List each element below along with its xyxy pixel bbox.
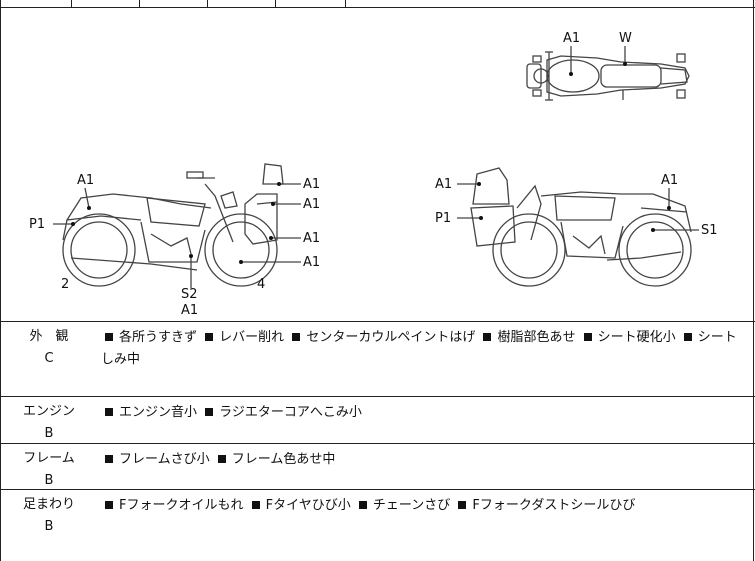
category-grade: B [44,426,54,441]
strip-divider [207,0,208,8]
damage-markers [71,62,671,264]
top-view-motorcycle [526,51,690,101]
bullet-square-icon [358,501,367,509]
category-cell: 足まわり B [1,490,97,537]
label-left-p1: P1 [29,217,45,232]
category-grade: B [44,519,54,534]
strip-divider [345,0,346,8]
diagram-svg: A1 W A1 P1 A1 A1 A1 A1 2 4 S2 A1 A1 P1 A… [29,31,718,318]
category-grade: B [44,473,54,488]
label-left-a1-4: A1 [303,255,320,270]
note-item: フレーム色あせ中 [231,452,336,467]
label-left-a1-1: A1 [303,177,320,192]
notes: 各所うすきず レバー削れ センターカウルペイントはげ 樹脂部色あせ シート硬化小… [101,327,741,371]
note-item: 各所うすきず [119,330,198,345]
bullet-square-icon [483,333,492,341]
row-exterior: 外 観 C 各所うすきず レバー削れ センターカウルペイントはげ 樹脂部色あせ … [1,321,755,396]
category-grade: C [44,351,54,366]
category-name: フレーム [23,451,75,466]
bullet-square-icon [205,408,214,416]
bullet-square-icon [105,408,113,416]
strip-divider [71,0,72,8]
bullet-square-icon [105,333,113,341]
label-left-a1-3: A1 [303,231,320,246]
bullet-square-icon [105,501,113,509]
note-item: エンジン音小 [119,405,198,420]
category-cell: フレーム B [1,444,97,491]
label-left-a1-bottom: A1 [181,303,198,318]
strip-divider [139,0,140,8]
bullet-square-icon [205,333,214,341]
category-cell: エンジン B [1,397,97,444]
notes: Fフォークオイルもれ Fタイヤひび小 チェーンさび Fフォークダストシールひび [101,495,741,517]
label-right-a1-front: A1 [435,177,452,192]
note-item: チェーンさび [372,498,451,513]
label-right-a1-rear: A1 [661,173,678,188]
row-suspension: 足まわり B Fフォークオイルもれ Fタイヤひび小 チェーンさび Fフォークダス… [1,489,755,561]
row-frame: フレーム B フレームさび小 フレーム色あせ中 [1,443,755,489]
category-cell: 外 観 C [1,322,97,369]
bullet-square-icon [251,501,260,509]
motorcycle-damage-diagram: A1 W A1 P1 A1 A1 A1 A1 2 4 S2 A1 A1 P1 A… [1,8,755,321]
note-item: Fフォークオイルもれ [119,498,244,513]
label-left-a1-2: A1 [303,197,320,212]
right-side-motorcycle [470,167,692,287]
label-top-w: W [619,31,632,46]
note-item: シートしみ中 [101,330,737,367]
label-left-4: 4 [257,277,265,292]
note-item: レバー削れ [219,330,285,345]
strip-divider [275,0,276,8]
top-table-strip [1,0,755,8]
bullet-square-icon [217,455,226,463]
note-item: フレームさび小 [119,452,210,467]
label-left-a1-rear: A1 [77,173,94,188]
label-right-p1: P1 [435,211,451,226]
bullet-square-icon [583,333,592,341]
category-name: 足まわり [22,497,75,512]
bullet-square-icon [105,455,113,463]
note-item: シート硬化小 [597,330,676,345]
label-top-a1: A1 [563,31,580,46]
notes: エンジン音小 ラジエターコアへこみ小 [101,402,741,424]
note-item: ラジエターコアへこみ小 [219,405,362,420]
bullet-square-icon [683,333,692,341]
note-item: センターカウルペイントはげ [306,330,476,345]
left-side-motorcycle [62,163,284,287]
notes: フレームさび小 フレーム色あせ中 [101,449,741,471]
category-name: 外 観 [29,329,69,344]
note-item: Fタイヤひび小 [265,498,351,513]
label-right-s1: S1 [701,223,718,238]
row-engine: エンジン B エンジン音小 ラジエターコアへこみ小 [1,396,755,443]
category-name: エンジン [22,404,75,419]
label-left-s2: S2 [181,287,198,302]
bullet-square-icon [458,501,467,509]
note-item: 樹脂部色あせ [497,330,576,345]
label-left-2: 2 [61,277,69,292]
note-item: Fフォークダストシールひび [472,498,636,513]
bullet-square-icon [292,333,301,341]
